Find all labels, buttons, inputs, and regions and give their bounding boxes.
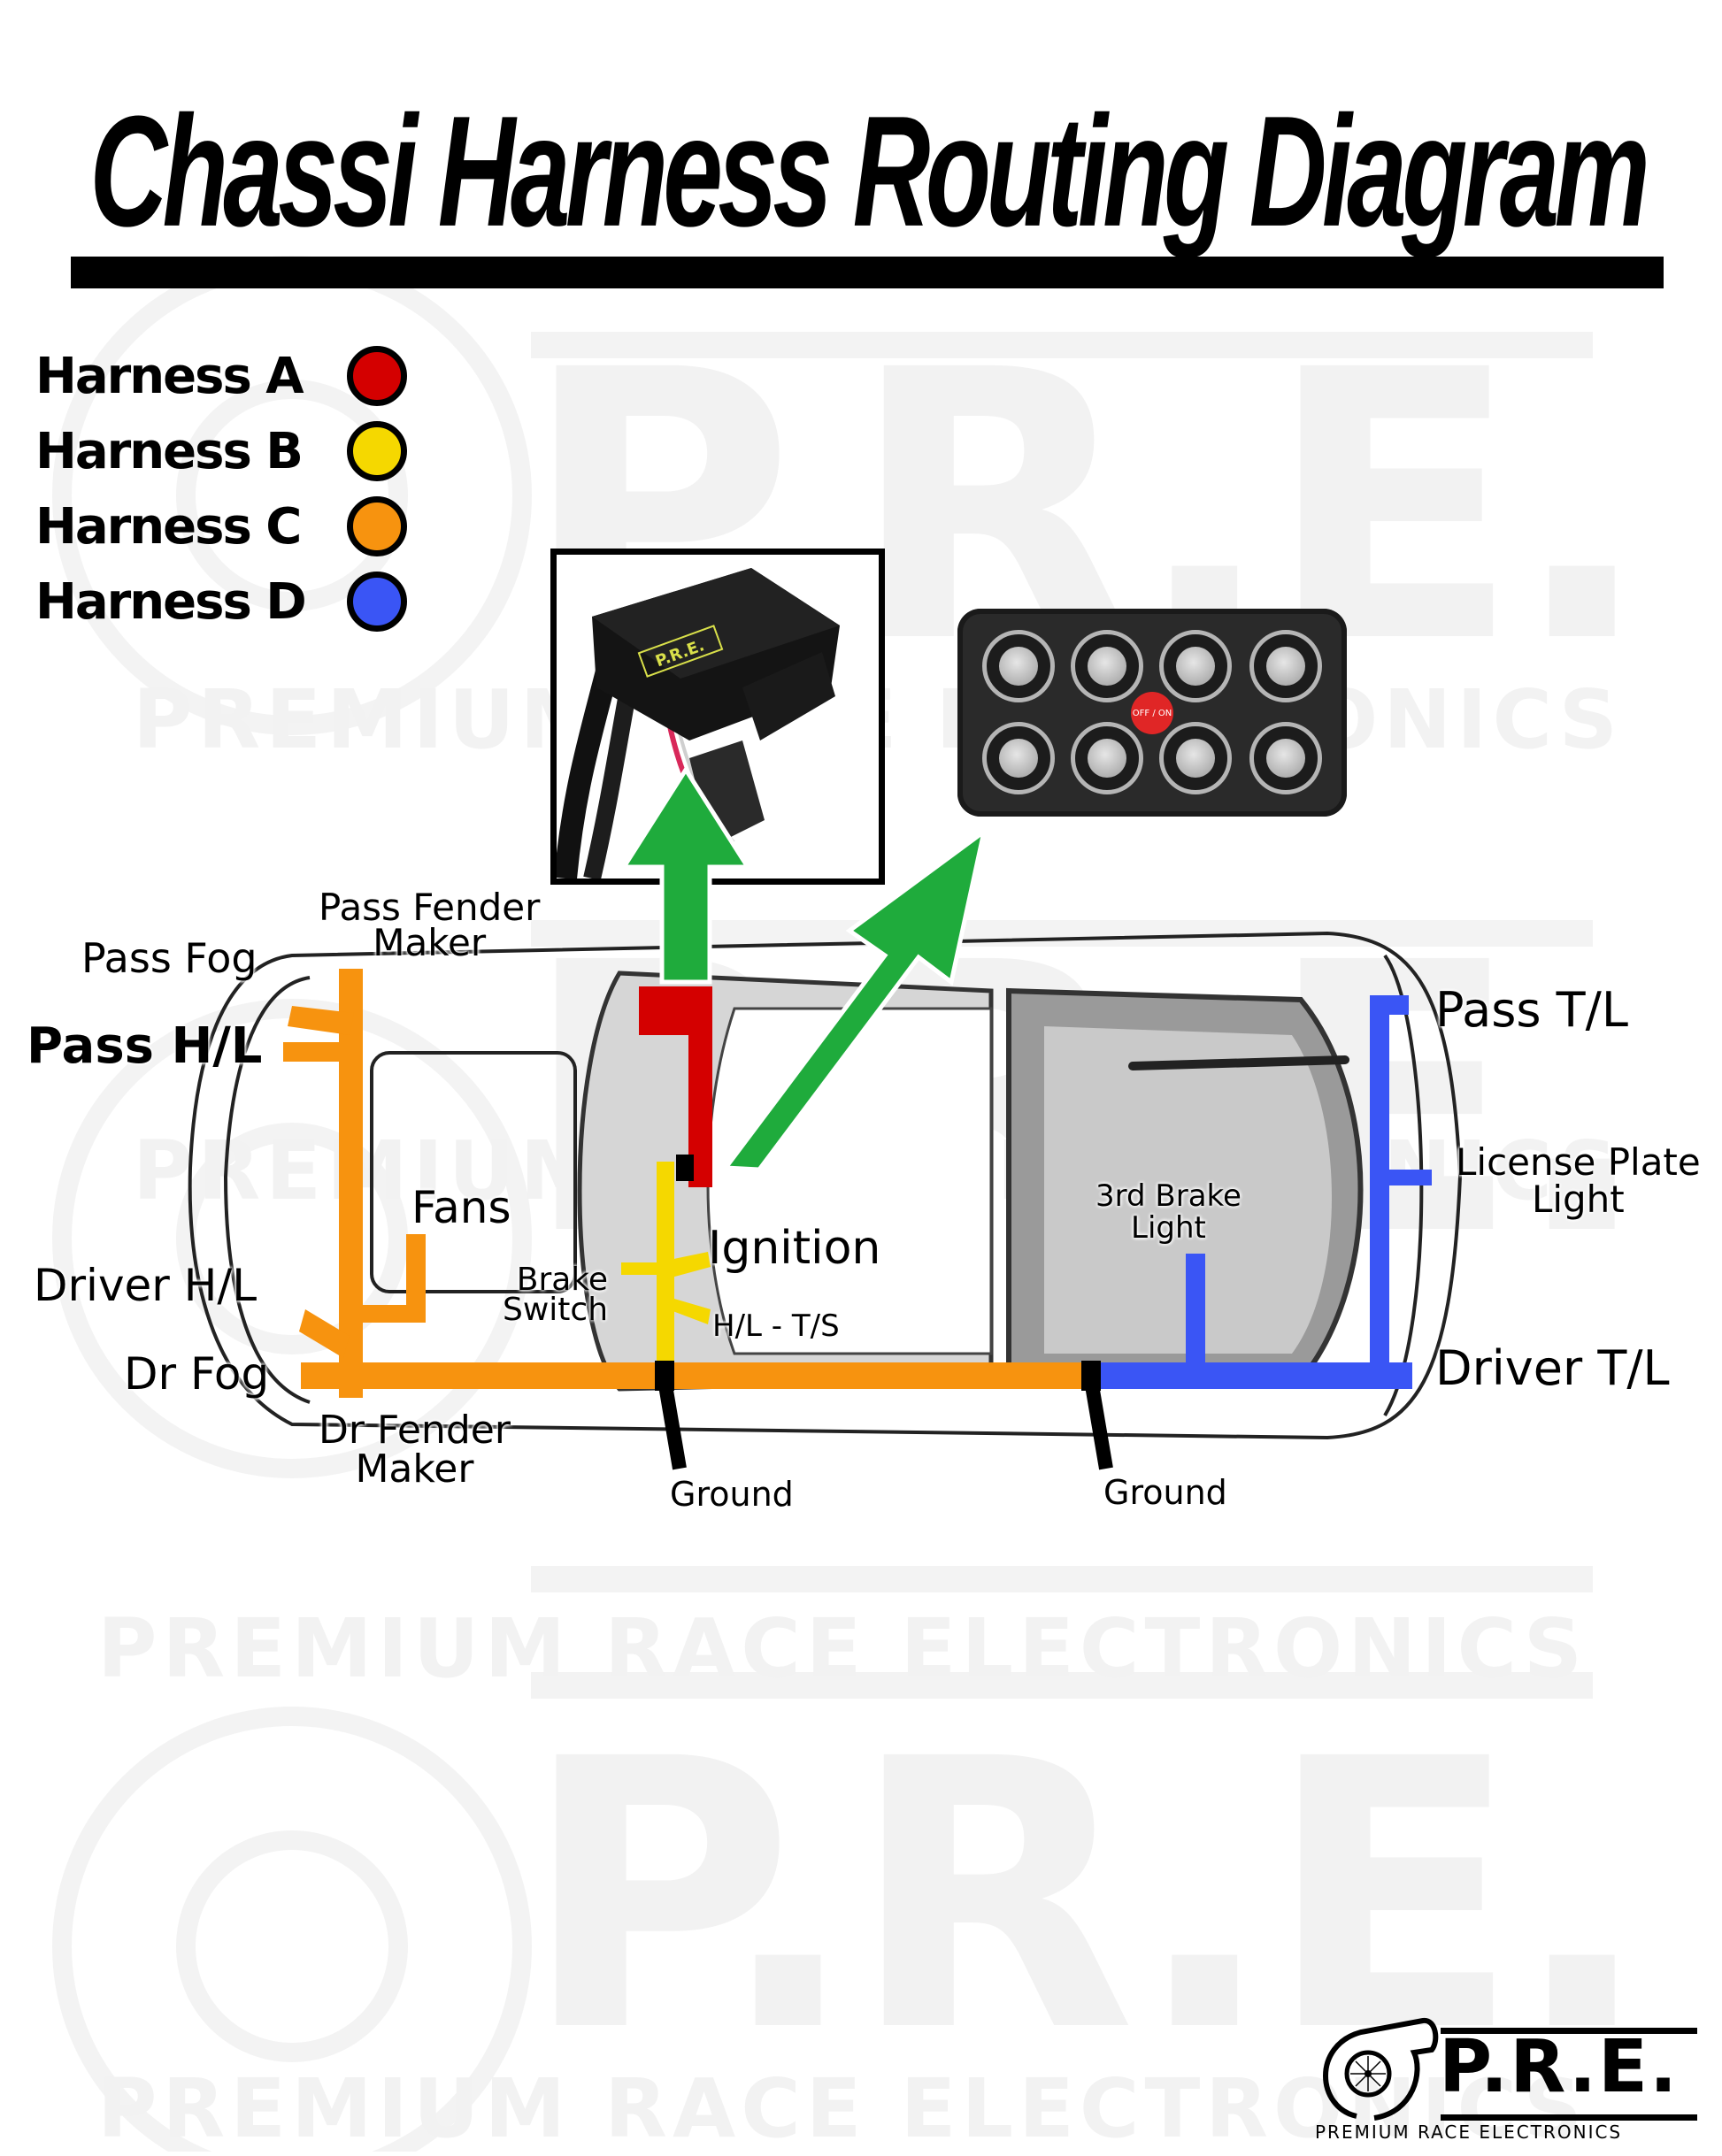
label-third-brake-light: 3rd Brake Light — [1095, 1178, 1242, 1246]
rear-wiper — [1128, 1055, 1349, 1070]
label-line: Light — [1531, 1178, 1625, 1221]
keypad-button — [1249, 630, 1322, 702]
legend-label: Harness D — [35, 572, 307, 631]
ground-wire-front — [657, 1378, 687, 1470]
label-hl-ts: H/L - T/S — [712, 1308, 840, 1344]
power-button: OFF / ON — [1131, 692, 1173, 734]
keypad-button — [1159, 630, 1232, 702]
legend-item-harness-d: Harness D — [35, 566, 407, 637]
logo-mark: P.R.E. — [1439, 2025, 1680, 2109]
keypad-button — [982, 630, 1055, 702]
legend-item-harness-c: Harness C — [35, 491, 407, 562]
label-ground-rear: Ground — [1103, 1473, 1227, 1512]
turbo-logo-icon — [1323, 2018, 1697, 2121]
legend-item-harness-b: Harness B — [35, 416, 407, 487]
label-fans: Fans — [411, 1182, 511, 1233]
title-underline — [71, 257, 1664, 288]
legend-label: Harness A — [35, 347, 304, 405]
keypad-button — [1249, 722, 1322, 794]
keypad-photo: OFF / ON — [957, 609, 1347, 817]
label-line: Pass Fender — [319, 886, 541, 929]
arrow-diagonal-icon — [721, 826, 988, 1172]
harness-b — [621, 1162, 711, 1374]
label-license-plate-light: License Plate Light — [1456, 1144, 1701, 1218]
red-dot-icon — [347, 346, 407, 406]
harness-c — [283, 969, 1097, 1398]
watermark-tagline: PREMIUM RACE ELECTRONICS — [97, 2061, 1587, 2156]
yellow-dot-icon — [347, 421, 407, 481]
label-line: Dr Fender — [319, 1408, 511, 1453]
label-pass-tl: Pass T/L — [1435, 982, 1628, 1038]
logo-tagline: PREMIUM RACE ELECTRONICS — [1315, 2121, 1623, 2143]
legend-item-harness-a: Harness A — [35, 341, 407, 411]
page-title: Chassi Harness Routing Diagram — [71, 83, 1664, 258]
legend-label: Harness B — [35, 422, 304, 480]
label-driver-tl: Driver T/L — [1435, 1340, 1670, 1396]
label-line: Light — [1131, 1209, 1206, 1246]
ground-wire-rear — [1084, 1378, 1113, 1470]
label-line: Maker — [355, 1446, 474, 1492]
label-line: Switch — [503, 1292, 609, 1329]
brand-logo: P.R.E. PREMIUM RACE ELECTRONICS — [1308, 2010, 1706, 2143]
rear-glass-inner — [1044, 1026, 1332, 1354]
keypad-button — [1071, 722, 1143, 794]
label-line: Brake — [516, 1262, 609, 1298]
label-line: Maker — [373, 921, 487, 964]
page-title-text: Chassi Harness Routing Diagram — [89, 82, 1649, 259]
roof — [706, 1007, 993, 1355]
label-dr-fog: Dr Fog — [124, 1348, 270, 1400]
blue-dot-icon — [347, 572, 407, 632]
label-pass-fender-marker: Pass Fender Maker — [319, 889, 540, 962]
label-ground-front: Ground — [670, 1475, 794, 1514]
keypad-button — [1159, 722, 1232, 794]
watermark-mark: P.R.E. — [522, 1681, 1652, 2114]
harness-a — [639, 986, 712, 1187]
label-pass-fog: Pass Fog — [81, 934, 258, 982]
label-brake-switch: Brake Switch — [503, 1262, 609, 1329]
label-line: 3rd Brake — [1095, 1178, 1242, 1214]
label-pass-hl: Pass H/L — [27, 1017, 263, 1075]
arrow-up-icon — [619, 765, 752, 985]
label-line: License Plate — [1456, 1140, 1701, 1184]
label-ignition: Ignition — [708, 1222, 881, 1275]
keypad-button — [982, 722, 1055, 794]
watermark-tagline: PREMIUM RACE ELECTRONICS — [97, 1601, 1587, 1696]
legend-label: Harness C — [35, 497, 302, 556]
harness-d — [1101, 995, 1432, 1389]
arrows — [619, 765, 988, 1172]
keypad-button — [1071, 630, 1143, 702]
orange-dot-icon — [347, 496, 407, 556]
label-driver-hl: Driver H/L — [34, 1260, 258, 1311]
label-dr-fender-marker: Dr Fender Maker — [319, 1411, 511, 1489]
